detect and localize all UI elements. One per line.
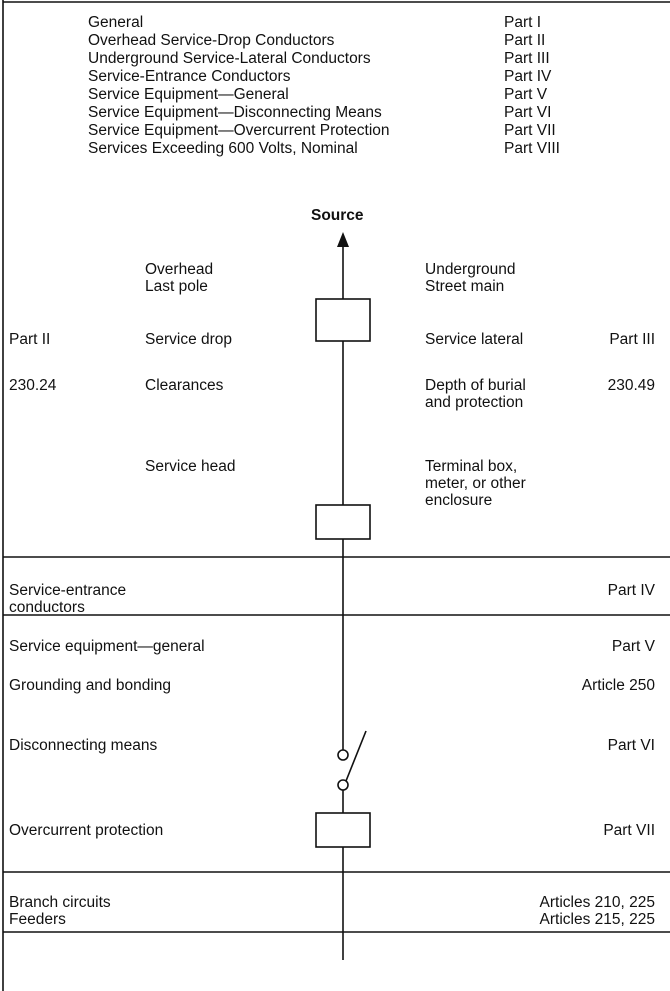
- toc-label: Service Equipment—Overcurrent Protection: [88, 122, 390, 139]
- depth-of-burial-label: Depth of burial and protection: [425, 377, 526, 411]
- toc-part: Part VI: [504, 104, 552, 121]
- toc-part: Part VIII: [504, 140, 560, 157]
- toc-part: Part IV: [504, 68, 552, 85]
- feeders-label: Feeders: [9, 911, 66, 928]
- part-iii-label: Part III: [609, 331, 655, 348]
- overcurrent-box: [315, 812, 371, 848]
- overcurrent-label: Overcurrent protection: [9, 822, 164, 839]
- underground-label: Underground Street main: [425, 261, 516, 295]
- section-230-24-label: 230.24: [9, 377, 57, 394]
- toc-part: Part VII: [504, 122, 556, 139]
- disconnect-switch-blade: [345, 730, 367, 782]
- service-lateral-label: Service lateral: [425, 331, 524, 348]
- branch-circuits-label: Branch circuits: [9, 894, 111, 911]
- equipment-general-label: Service equipment—general: [9, 638, 205, 655]
- grounding-label: Grounding and bonding: [9, 677, 172, 694]
- part-ii-label: Part II: [9, 331, 51, 348]
- toc-label: Underground Service-Lateral Conductors: [88, 50, 371, 67]
- toc-part: Part V: [504, 86, 548, 103]
- toc-part: Part II: [504, 32, 546, 49]
- disconnecting-label: Disconnecting means: [9, 737, 158, 754]
- overhead-label: Overhead Last pole: [145, 261, 214, 295]
- section-230-49-label: 230.49: [607, 377, 655, 394]
- overcurrent-part: Part VII: [603, 822, 655, 839]
- toc-label: Service-Entrance Conductors: [88, 68, 291, 85]
- disconnecting-part: Part VI: [607, 737, 655, 754]
- clearances-label: Clearances: [145, 377, 224, 394]
- service-drop-label: Service drop: [145, 331, 233, 348]
- toc-label: General: [88, 14, 144, 31]
- grounding-ref: Article 250: [581, 677, 655, 694]
- toc-label: Service Equipment—Disconnecting Means: [88, 104, 382, 121]
- feeders-ref: Articles 215, 225: [539, 911, 655, 928]
- service-entrance-part: Part IV: [607, 582, 655, 599]
- service-entrance-label: Service-entrance conductors: [9, 582, 127, 616]
- equipment-general-part: Part V: [611, 638, 655, 655]
- toc-label: Services Exceeding 600 Volts, Nominal: [88, 140, 358, 157]
- toc-label: Service Equipment—General: [88, 86, 289, 103]
- grounding-terminal-circle: [337, 749, 349, 761]
- toc-part: Part I: [504, 14, 542, 31]
- service-head-label: Service head: [145, 458, 236, 475]
- source-arrow-icon: [337, 232, 349, 247]
- terminal-box-label: Terminal box, meter, or other enclosure: [425, 458, 526, 509]
- toc-label: Overhead Service-Drop Conductors: [88, 32, 335, 49]
- toc-part: Part III: [504, 50, 550, 67]
- branch-circuits-ref: Articles 210, 225: [539, 894, 655, 911]
- terminal-box: [315, 504, 371, 540]
- source-label: Source: [311, 207, 364, 224]
- disconnect-terminal-circle: [337, 779, 349, 791]
- last-pole-box: [315, 298, 371, 342]
